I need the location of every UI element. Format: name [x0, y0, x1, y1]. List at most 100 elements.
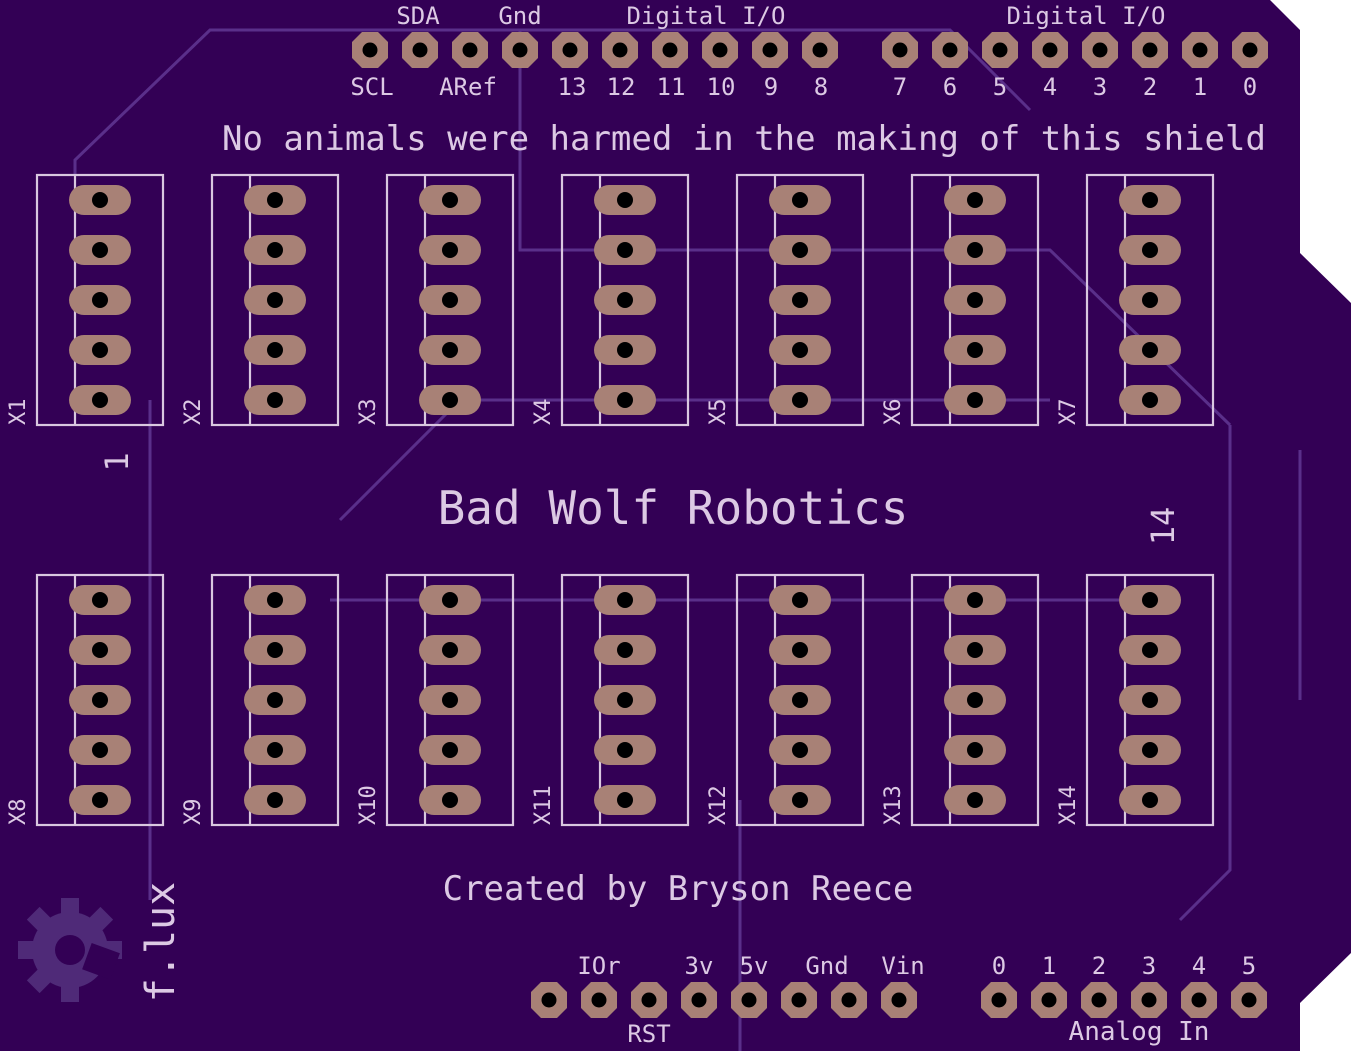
- solder-pad: [244, 785, 306, 815]
- connector-block: X12: [706, 573, 865, 827]
- solder-pad: [419, 235, 481, 265]
- connector-outline: [735, 573, 865, 827]
- connector-outline: [35, 173, 165, 427]
- connector-label: X2: [181, 399, 206, 426]
- connector-label: X8: [6, 799, 31, 826]
- solder-pad: [769, 735, 831, 765]
- vin-label: Vin: [881, 952, 924, 980]
- solder-pad: [769, 235, 831, 265]
- analog-pin-label: 0: [992, 952, 1006, 980]
- solder-pad: [244, 685, 306, 715]
- solder-pad: [1119, 235, 1181, 265]
- solder-pad: [944, 235, 1006, 265]
- pin-number-label: 7: [893, 73, 907, 101]
- connector-label: X14: [1056, 785, 1081, 825]
- solder-pad: [69, 585, 131, 615]
- solder-pad: [244, 585, 306, 615]
- connector-block: X6: [881, 173, 1040, 427]
- solder-pad: [69, 735, 131, 765]
- analog-in-label: Analog In: [1069, 1017, 1210, 1047]
- bottom-header-labels: IOr 3v 5v Gnd Vin RST Analog In: [577, 952, 1209, 1048]
- solder-pad: [244, 235, 306, 265]
- solder-pad: [419, 785, 481, 815]
- connector-label: X7: [1056, 399, 1081, 426]
- connector-label: X4: [531, 399, 556, 426]
- connector-block: X9: [181, 573, 340, 827]
- connector-block: X11: [531, 573, 690, 827]
- connector-label: X10: [356, 785, 381, 825]
- connector-label: X12: [706, 785, 731, 825]
- pin-number-label: 10: [707, 73, 736, 101]
- analog-pin-label: 3: [1142, 952, 1156, 980]
- credit-text: Created by Bryson Reece: [443, 869, 914, 909]
- connector-outline: [210, 173, 340, 427]
- header-pin: [631, 982, 667, 1018]
- solder-pad: [69, 185, 131, 215]
- solder-pad: [1119, 335, 1181, 365]
- connector-label: X9: [181, 799, 206, 826]
- header-pin: [452, 32, 488, 68]
- solder-pad: [944, 385, 1006, 415]
- header-pin: [1232, 32, 1268, 68]
- solder-pad: [769, 685, 831, 715]
- header-pin: [1231, 982, 1267, 1018]
- pin-number-label: 11: [657, 73, 686, 101]
- solder-pad: [594, 285, 656, 315]
- connector-outline: [1085, 173, 1215, 427]
- header-pin: [681, 982, 717, 1018]
- solder-pad: [944, 735, 1006, 765]
- connector-outline: [910, 573, 1040, 827]
- pin-number-label: 5: [993, 73, 1007, 101]
- board-title: Bad Wolf Robotics: [438, 481, 909, 535]
- solder-pad: [419, 335, 481, 365]
- connector-block: X8: [6, 573, 165, 827]
- gnd-label: Gnd: [498, 2, 541, 30]
- connector-block: X7: [1056, 173, 1215, 427]
- header-pin: [652, 32, 688, 68]
- connector-outline: [735, 173, 865, 427]
- connector-label: X13: [881, 785, 906, 825]
- header-pin: [1181, 982, 1217, 1018]
- header-pin: [831, 982, 867, 1018]
- header-pin: [502, 32, 538, 68]
- solder-pad: [419, 385, 481, 415]
- solder-pad: [594, 185, 656, 215]
- solder-pad: [69, 785, 131, 815]
- solder-pad: [69, 335, 131, 365]
- solder-pad: [1119, 185, 1181, 215]
- connector-outline: [385, 173, 515, 427]
- connector-outline: [35, 573, 165, 827]
- connector-block: X4: [531, 173, 690, 427]
- solder-pad: [769, 585, 831, 615]
- header-pin: [981, 982, 1017, 1018]
- connector-outline: [1085, 573, 1215, 827]
- header-pin: [1132, 32, 1168, 68]
- header-pin: [581, 982, 617, 1018]
- solder-pad: [69, 285, 131, 315]
- connector-block: X13: [881, 573, 1040, 827]
- solder-pad: [769, 285, 831, 315]
- solder-pad: [594, 635, 656, 665]
- header-pin: [752, 32, 788, 68]
- open-hardware-gear-icon: [18, 898, 122, 1002]
- solder-pad: [1119, 385, 1181, 415]
- solder-pad: [1119, 785, 1181, 815]
- 5v-label: 5v: [740, 952, 769, 980]
- pin-number-label: 9: [764, 73, 778, 101]
- solder-pad: [944, 285, 1006, 315]
- solder-pad: [594, 585, 656, 615]
- solder-pad: [944, 635, 1006, 665]
- header-pin: [352, 32, 388, 68]
- connector-outline: [560, 173, 690, 427]
- connector-outline: [385, 573, 515, 827]
- sda-label: SDA: [396, 2, 440, 30]
- solder-pad: [769, 635, 831, 665]
- header-pin: [1131, 982, 1167, 1018]
- header-pin: [552, 32, 588, 68]
- solder-pad: [419, 735, 481, 765]
- connector-block: X2: [181, 173, 340, 427]
- pin-fourteen-marker: 14: [1144, 507, 1182, 546]
